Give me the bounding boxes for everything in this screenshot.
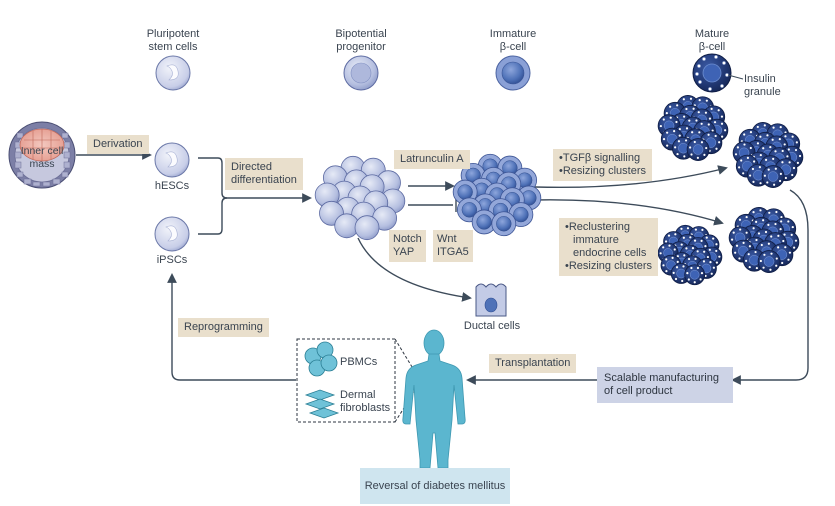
immature-cluster xyxy=(452,153,542,237)
tgf-arrow xyxy=(534,165,728,189)
ductal-arrow xyxy=(357,237,472,302)
tgf-signalling-tag: TGFβ signallingResizing clusters xyxy=(553,149,652,181)
fibroblast-icon xyxy=(304,389,340,419)
to-manufacturing-arrow xyxy=(731,189,809,385)
hesc-cell-icon xyxy=(154,142,190,178)
immature-beta-cell-icon xyxy=(495,55,531,91)
human-figure-icon xyxy=(402,329,466,469)
pbmc-icon xyxy=(304,341,338,377)
reclustering-tag: Reclustering immature endocrine cells Re… xyxy=(559,218,658,276)
progenitor-cluster xyxy=(314,155,406,241)
flow-arrows xyxy=(76,150,809,385)
cluster-cell xyxy=(686,138,710,161)
reversal-label: Reversal of diabetes mellitus xyxy=(364,480,506,492)
ipscs-label: iPSCs xyxy=(156,254,188,266)
mature-cluster-bottom-right xyxy=(728,207,800,273)
ipsc-join-line xyxy=(198,197,228,235)
hescs-label: hESCs xyxy=(154,180,190,192)
transplantation-tag: Transplantation xyxy=(489,354,577,373)
ipsc-cell-icon xyxy=(154,216,190,252)
mature-cluster-top-right xyxy=(732,122,804,188)
reprogramming-arrow xyxy=(167,273,296,381)
cluster-cell xyxy=(354,215,380,241)
cluster-cell xyxy=(757,250,781,273)
progenitor-cell-icon xyxy=(343,55,379,91)
cluster-cell xyxy=(491,211,517,237)
inner-cell-mass-icon xyxy=(8,121,76,189)
ductal-cell-icon xyxy=(475,283,507,317)
recluster-arrow xyxy=(534,199,724,226)
ductal-cells-label: Ductal cells xyxy=(463,320,521,332)
latrunculin-tag: Latrunculin A xyxy=(394,150,470,169)
cluster-cell xyxy=(761,165,785,188)
derivation-tag: Derivation xyxy=(87,135,149,154)
inset-leader-bottom xyxy=(394,382,421,423)
cluster-cell xyxy=(684,264,706,286)
reprogramming-tag: Reprogramming xyxy=(178,318,269,337)
mature-cluster-top-left xyxy=(657,95,729,161)
insulin-leader-line xyxy=(727,74,744,80)
mature-beta-cell-icon xyxy=(692,53,732,93)
pbmcs-label: PBMCs xyxy=(340,356,378,368)
stem-cell-icon xyxy=(155,55,191,91)
reversal-box xyxy=(360,468,510,504)
mature-cluster-bottom-left xyxy=(657,224,723,286)
cluster-cell xyxy=(471,209,497,235)
